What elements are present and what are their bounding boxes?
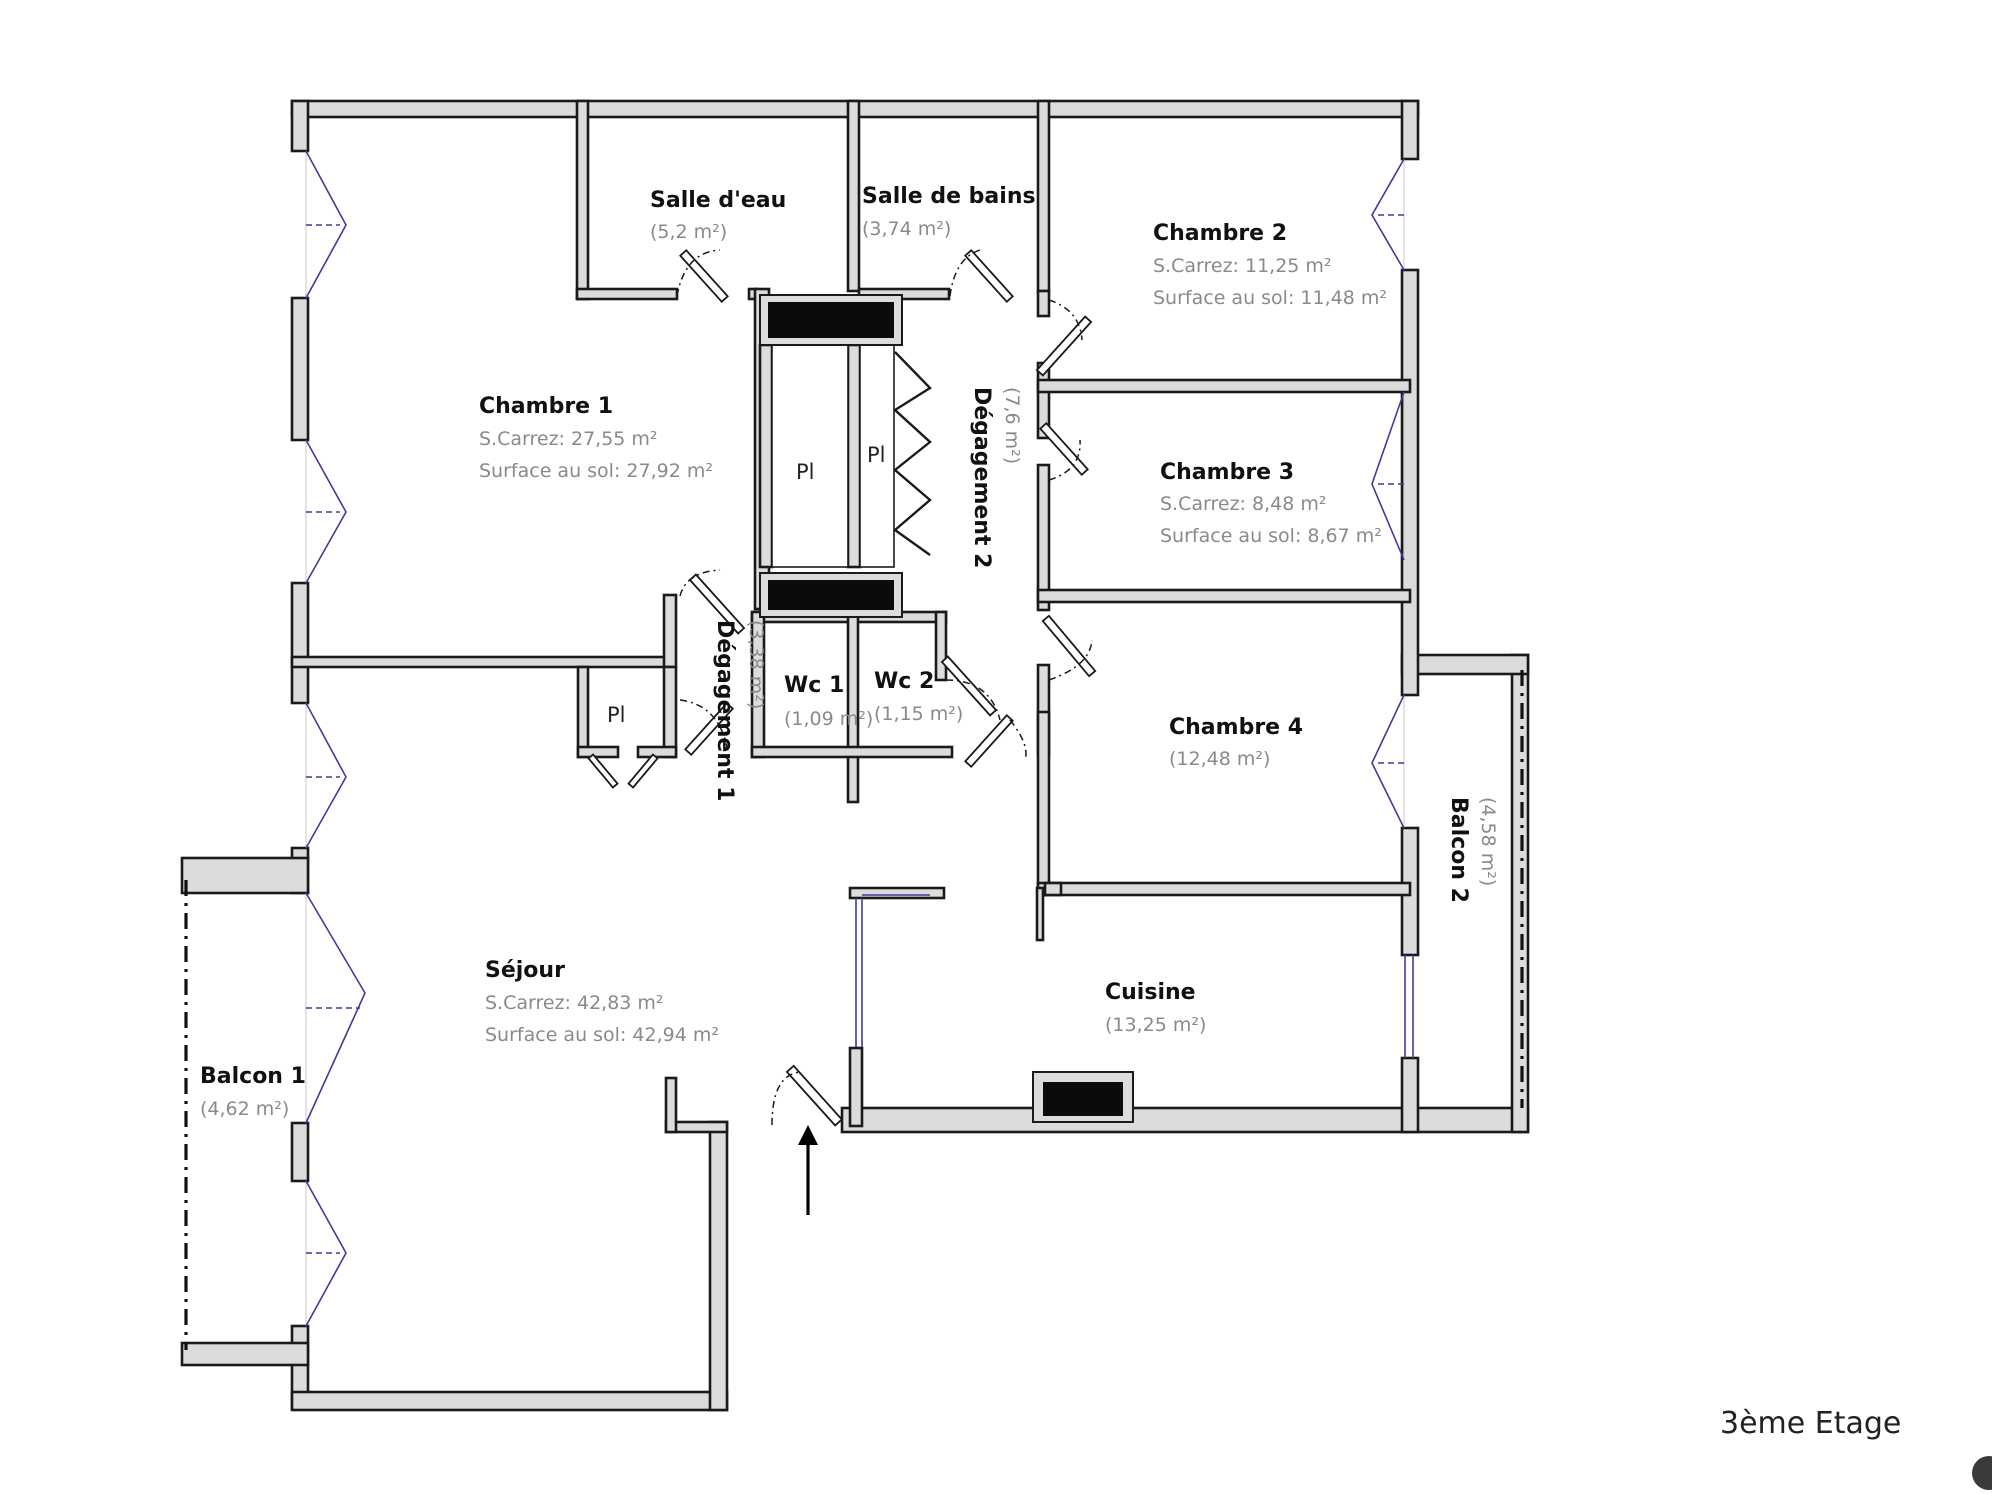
chambre4-name: Chambre 4 xyxy=(1169,715,1303,740)
chambre1-name: Chambre 1 xyxy=(479,394,613,419)
chambre2-sol: Surface au sol: 11,48 m² xyxy=(1153,287,1387,309)
cuisine-name: Cuisine xyxy=(1105,980,1196,1005)
balcon2-name: Balcon 2 xyxy=(1446,797,1471,903)
salle-eau-area: (5,2 m²) xyxy=(650,221,727,243)
floor-level-label: 3ème Etage xyxy=(1720,1406,1901,1441)
chambre3-carrez: S.Carrez: 8,48 m² xyxy=(1160,493,1326,515)
closet-pl-label-1: Pl xyxy=(796,460,815,484)
sejour-sol: Surface au sol: 42,94 m² xyxy=(485,1024,719,1046)
chambre1-sol: Surface au sol: 27,92 m² xyxy=(479,460,713,482)
chambre3-name: Chambre 3 xyxy=(1160,460,1294,485)
closet-pl-walls xyxy=(758,343,932,569)
doors xyxy=(587,249,1097,1127)
sejour-name: Séjour xyxy=(485,958,565,983)
wc1-area: (1,09 m²) xyxy=(784,708,873,730)
chambre3-sol: Surface au sol: 8,67 m² xyxy=(1160,525,1382,547)
degagement2-area: (7,6 m²) xyxy=(1001,387,1023,464)
chambre1-carrez: S.Carrez: 27,55 m² xyxy=(479,428,658,450)
corner-circle-mark xyxy=(1972,1456,1992,1490)
degagement1-name: Dégagement 1 xyxy=(712,620,737,801)
entrance-arrow xyxy=(798,1125,818,1215)
balcon1-name: Balcon 1 xyxy=(200,1064,306,1089)
wc2-area: (1,15 m²) xyxy=(874,703,963,725)
chambre2-name: Chambre 2 xyxy=(1153,221,1287,246)
degagement1-area: (3,38 m²) xyxy=(745,620,767,709)
salle-eau-name: Salle d'eau xyxy=(650,188,786,213)
balcon2-area: (4,58 m²) xyxy=(1477,797,1499,886)
room-labels: Salle d'eau (5,2 m²) Salle de bains (3,7… xyxy=(200,184,1499,1120)
wc1-name: Wc 1 xyxy=(784,673,844,698)
windows xyxy=(305,150,1414,1327)
chambre2-carrez: S.Carrez: 11,25 m² xyxy=(1153,255,1332,277)
sejour-carrez: S.Carrez: 42,83 m² xyxy=(485,992,664,1014)
salle-bains-area: (3,74 m²) xyxy=(862,218,951,240)
closet-pl-label-2: Pl xyxy=(867,443,886,467)
balcon1-area: (4,62 m²) xyxy=(200,1098,289,1120)
chambre4-area: (12,48 m²) xyxy=(1169,748,1270,770)
degagement2-name: Dégagement 2 xyxy=(969,387,994,568)
exterior-walls xyxy=(180,99,1530,1412)
salle-bains-name: Salle de bains xyxy=(862,184,1036,209)
ventilation-ducts xyxy=(759,294,1134,1123)
balcony-boundaries xyxy=(184,670,1524,1350)
wc2-name: Wc 2 xyxy=(874,669,934,694)
cuisine-area: (13,25 m²) xyxy=(1105,1014,1206,1036)
closet-pl-label-3: Pl xyxy=(607,703,626,727)
